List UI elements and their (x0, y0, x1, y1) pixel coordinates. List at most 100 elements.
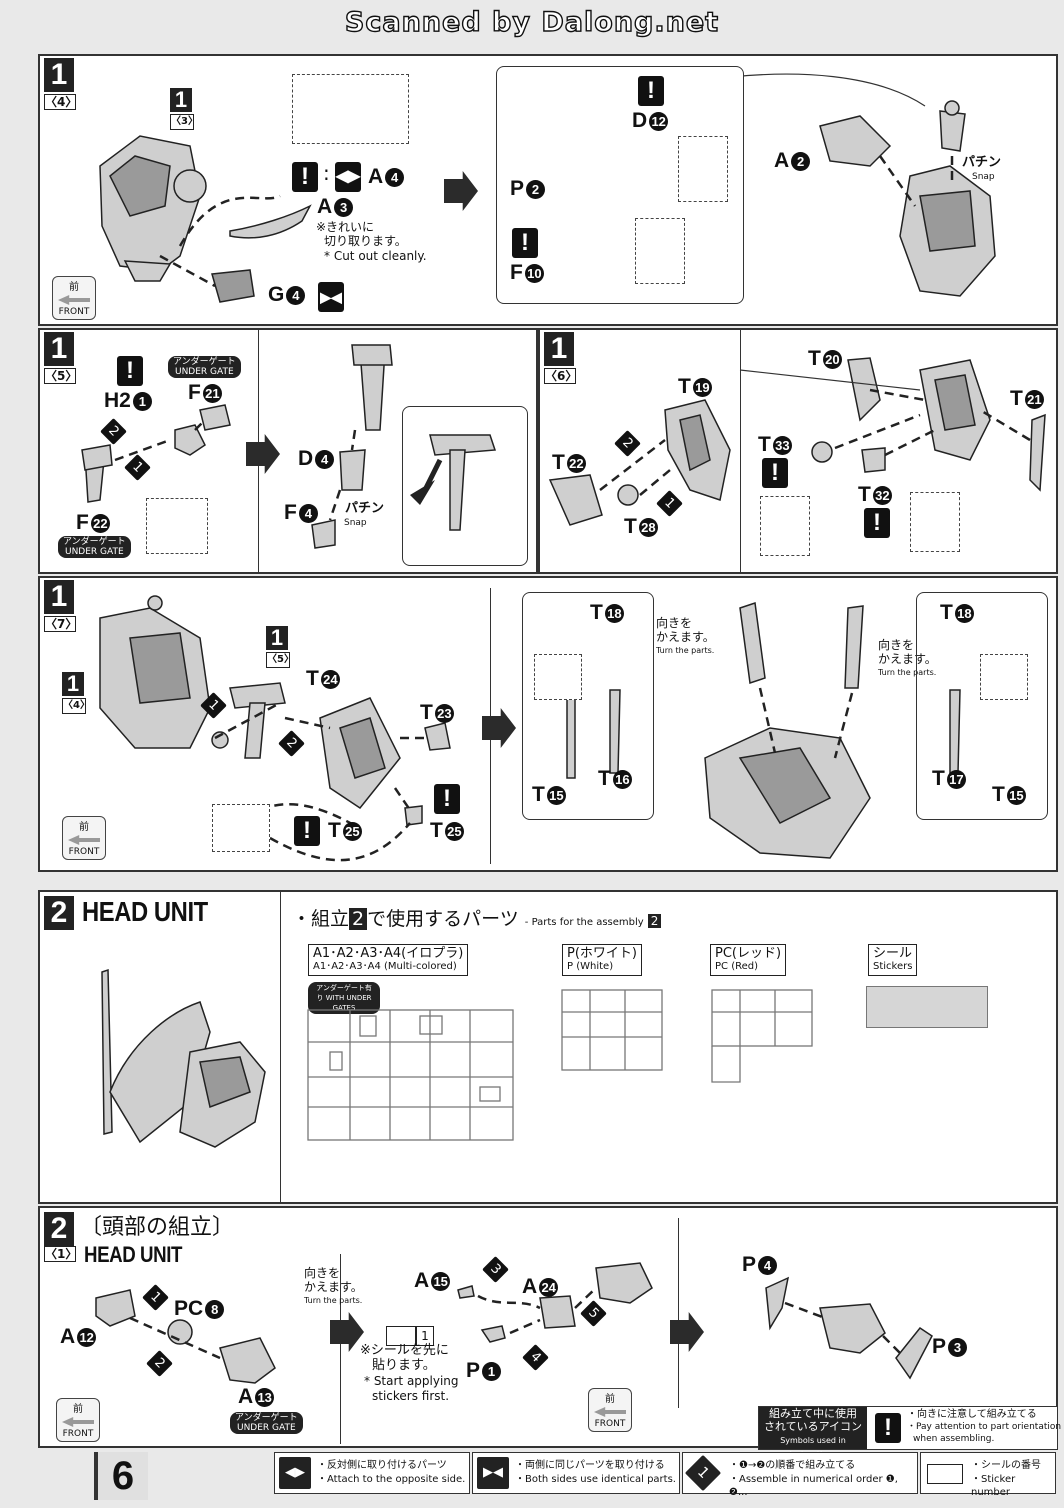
turn-note-en: Turn the parts. (656, 646, 715, 655)
part-letter: T (430, 819, 443, 842)
part-number: 28 (638, 517, 658, 537)
part-letter: F (188, 381, 201, 404)
part-number: 12 (77, 1327, 97, 1347)
part-letter: T (532, 783, 545, 806)
opposite-side-icon: ◀▶ (335, 162, 361, 192)
exclamation-icon: ! (294, 816, 320, 846)
runner-p-en: P (White) (567, 961, 614, 972)
head-assembly-drawing (95, 1262, 933, 1384)
turn-note-jp1: 向きを (656, 616, 693, 630)
step-number: 1 (44, 580, 74, 614)
runner-label-pc: PC(レッド)PC (Red) (710, 944, 787, 976)
next-arrow (444, 171, 478, 211)
part-letter: T (624, 515, 637, 538)
part-number: 20 (822, 349, 842, 369)
part-letter: T (1010, 387, 1023, 410)
exclamation-icon: ! (864, 508, 890, 538)
legend-sticker-number: ・シールの番号 ・Sticker number (920, 1452, 1056, 1498)
divider (340, 1254, 341, 1444)
part-letter: PC (174, 1297, 204, 1320)
icons-title-jp2: されているアイコン (763, 1420, 863, 1433)
page-number: 6 (94, 1452, 148, 1500)
caution-jp: ・向きに注意して組み立てる (907, 1409, 1037, 1420)
sticker-jp: シール (873, 946, 913, 961)
snap-en: Snap (972, 172, 995, 182)
divider (678, 1218, 679, 1408)
turn-note-en: Turn the parts. (878, 668, 937, 677)
part-number: 2 (526, 179, 546, 199)
part-letter: F (284, 501, 297, 524)
turn-note-jp2: かえます。 (304, 1280, 363, 1294)
part-number: 32 (872, 485, 892, 505)
runner-pc-en: PC (Red) (715, 961, 758, 972)
next-arrow (246, 434, 280, 474)
chest-vent-drawing (548, 357, 1046, 526)
part-number: 22 (566, 453, 586, 473)
part-letter: F (510, 261, 523, 284)
part-letter: A (522, 1275, 538, 1298)
legend-jp: ・反対側に取り付けるパーツ (317, 1460, 447, 1471)
detail-box-t32 (910, 492, 960, 552)
part-number: 1 (132, 391, 152, 411)
parts-title-jp2: で使用するパーツ (367, 908, 519, 930)
part-number: 4 (286, 285, 306, 305)
next-arrow (482, 708, 516, 748)
legend-numerical-order: 1 ・❶→❷の順番で組み立てる ・Assemble in numerical o… (682, 1452, 918, 1498)
order-step: 1 (142, 1284, 169, 1311)
part-number: 2 (791, 151, 811, 171)
parts-title-en: - Parts for the assembly (524, 917, 644, 928)
part-number: 17 (946, 769, 966, 789)
part-letter: T (328, 819, 341, 842)
next-arrow (670, 1312, 704, 1352)
sticker-note-jp2: 貼ります。 (372, 1358, 436, 1373)
under-gate-en: UNDER GATE (64, 547, 124, 557)
part-number: 4 (385, 167, 405, 187)
part-number: 21 (202, 383, 222, 403)
runner-label-a: A1･A2･A3･A4(イロプラ)A1･A2･A3･A4 (Multi-colo… (308, 944, 469, 976)
parts-title-num: 2 (349, 908, 368, 930)
part-letter: T (590, 601, 603, 624)
numerical-order-icon: 1 (684, 1454, 722, 1492)
legend-en: ・Both sides use identical parts. (515, 1474, 676, 1485)
exclamation-icon: ! (117, 356, 143, 386)
part-letter: P (510, 177, 525, 200)
detail-box-inner (980, 654, 1028, 700)
legend-jp: ・シールの番号 (971, 1460, 1041, 1471)
both-sides-icon: ▶◀ (318, 282, 344, 312)
ref-substep-label: 〈3〉 (170, 114, 198, 130)
turn-note-jp1: 向きを (304, 1266, 341, 1280)
runner-a-en: A1･A2･A3･A4 (Multi-colored) (313, 961, 457, 972)
detail-box-t33 (760, 496, 810, 556)
turn-note-jp2: かえます。 (656, 630, 715, 644)
order-step: 1 (656, 490, 683, 517)
legend-jp: ・❶→❷の順番で組み立てる (729, 1460, 856, 1471)
front-jp: 前 (69, 282, 79, 293)
substep-label: 〈1〉 (44, 1246, 78, 1262)
part-number: 4 (298, 503, 318, 523)
sticker-number-icon (927, 1464, 963, 1484)
cut-note-en: * Cut out cleanly. (324, 249, 427, 263)
part-letter: A (317, 195, 333, 218)
runner-a-drawing (307, 1009, 514, 1141)
runner-p-jp: P(ホワイト) (567, 946, 637, 961)
shoulder-assembly-drawing (99, 595, 961, 862)
detail-box-a4 (292, 74, 409, 144)
part-letter: A (414, 1269, 430, 1292)
legend-both-sides: ▶◀ ・両側に同じパーツを取り付ける ・Both sides use ident… (472, 1452, 680, 1494)
